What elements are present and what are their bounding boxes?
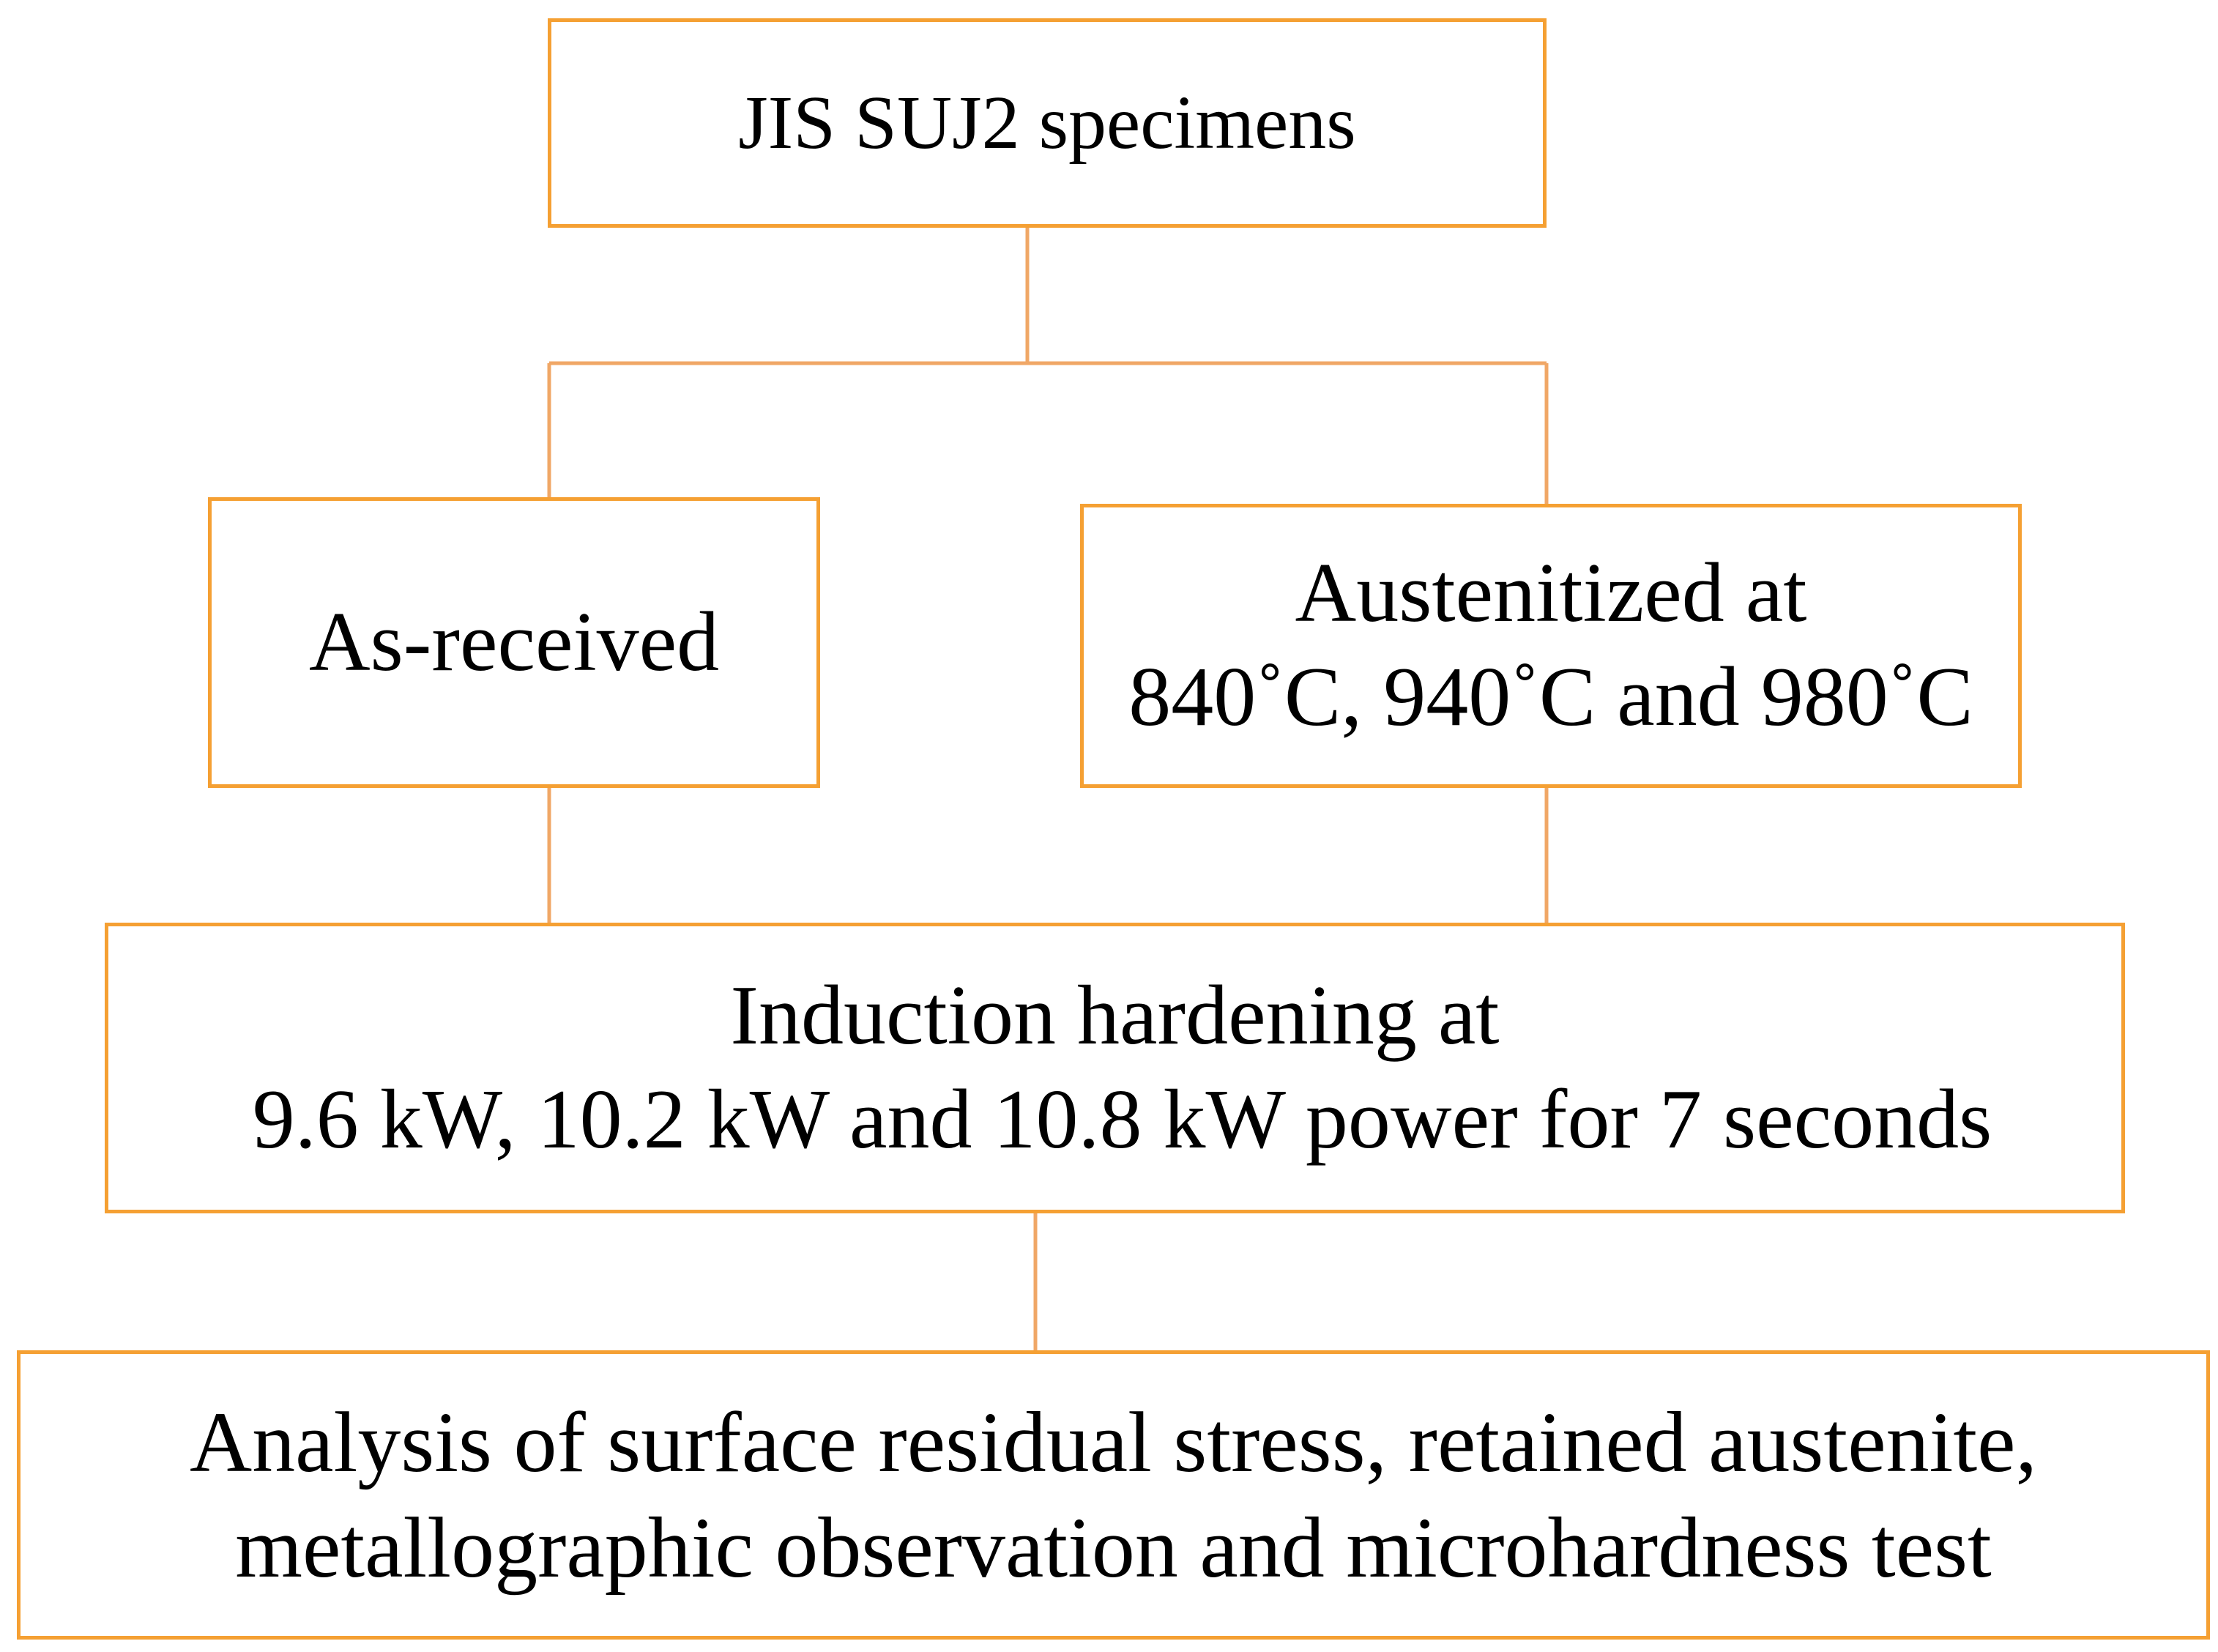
node-right-line-1: Austenitized at [1295,546,1807,641]
node-right-line-2: 840˚C, 940˚C and 980˚C [1128,650,1973,744]
node-bottom-line-2: metallographic observation and microhard… [235,1499,1992,1596]
edge-top-to-left-and-right [547,228,1549,504]
node-top-line-1: JIS SUJ2 specimens [738,80,1356,165]
node-induction-hardening: Induction hardening at 9.6 kW, 10.2 kW a… [105,923,2125,1213]
node-austenitized: Austenitized at 840˚C, 940˚C and 980˚C [1080,504,2022,788]
node-middle-line-2: 9.6 kW, 10.2 kW and 10.8 kW power for 7 … [252,1072,1992,1167]
node-analysis: Analysis of surface residual stress, ret… [17,1350,2210,1640]
node-bottom-line-1: Analysis of surface residual stress, ret… [189,1394,2038,1490]
node-jis-suj2-specimens: JIS SUJ2 specimens [548,18,1547,228]
node-middle-line-1: Induction hardening at [730,968,1500,1063]
node-left-line-1: As-received [308,595,720,689]
node-as-received: As-received [208,497,820,788]
